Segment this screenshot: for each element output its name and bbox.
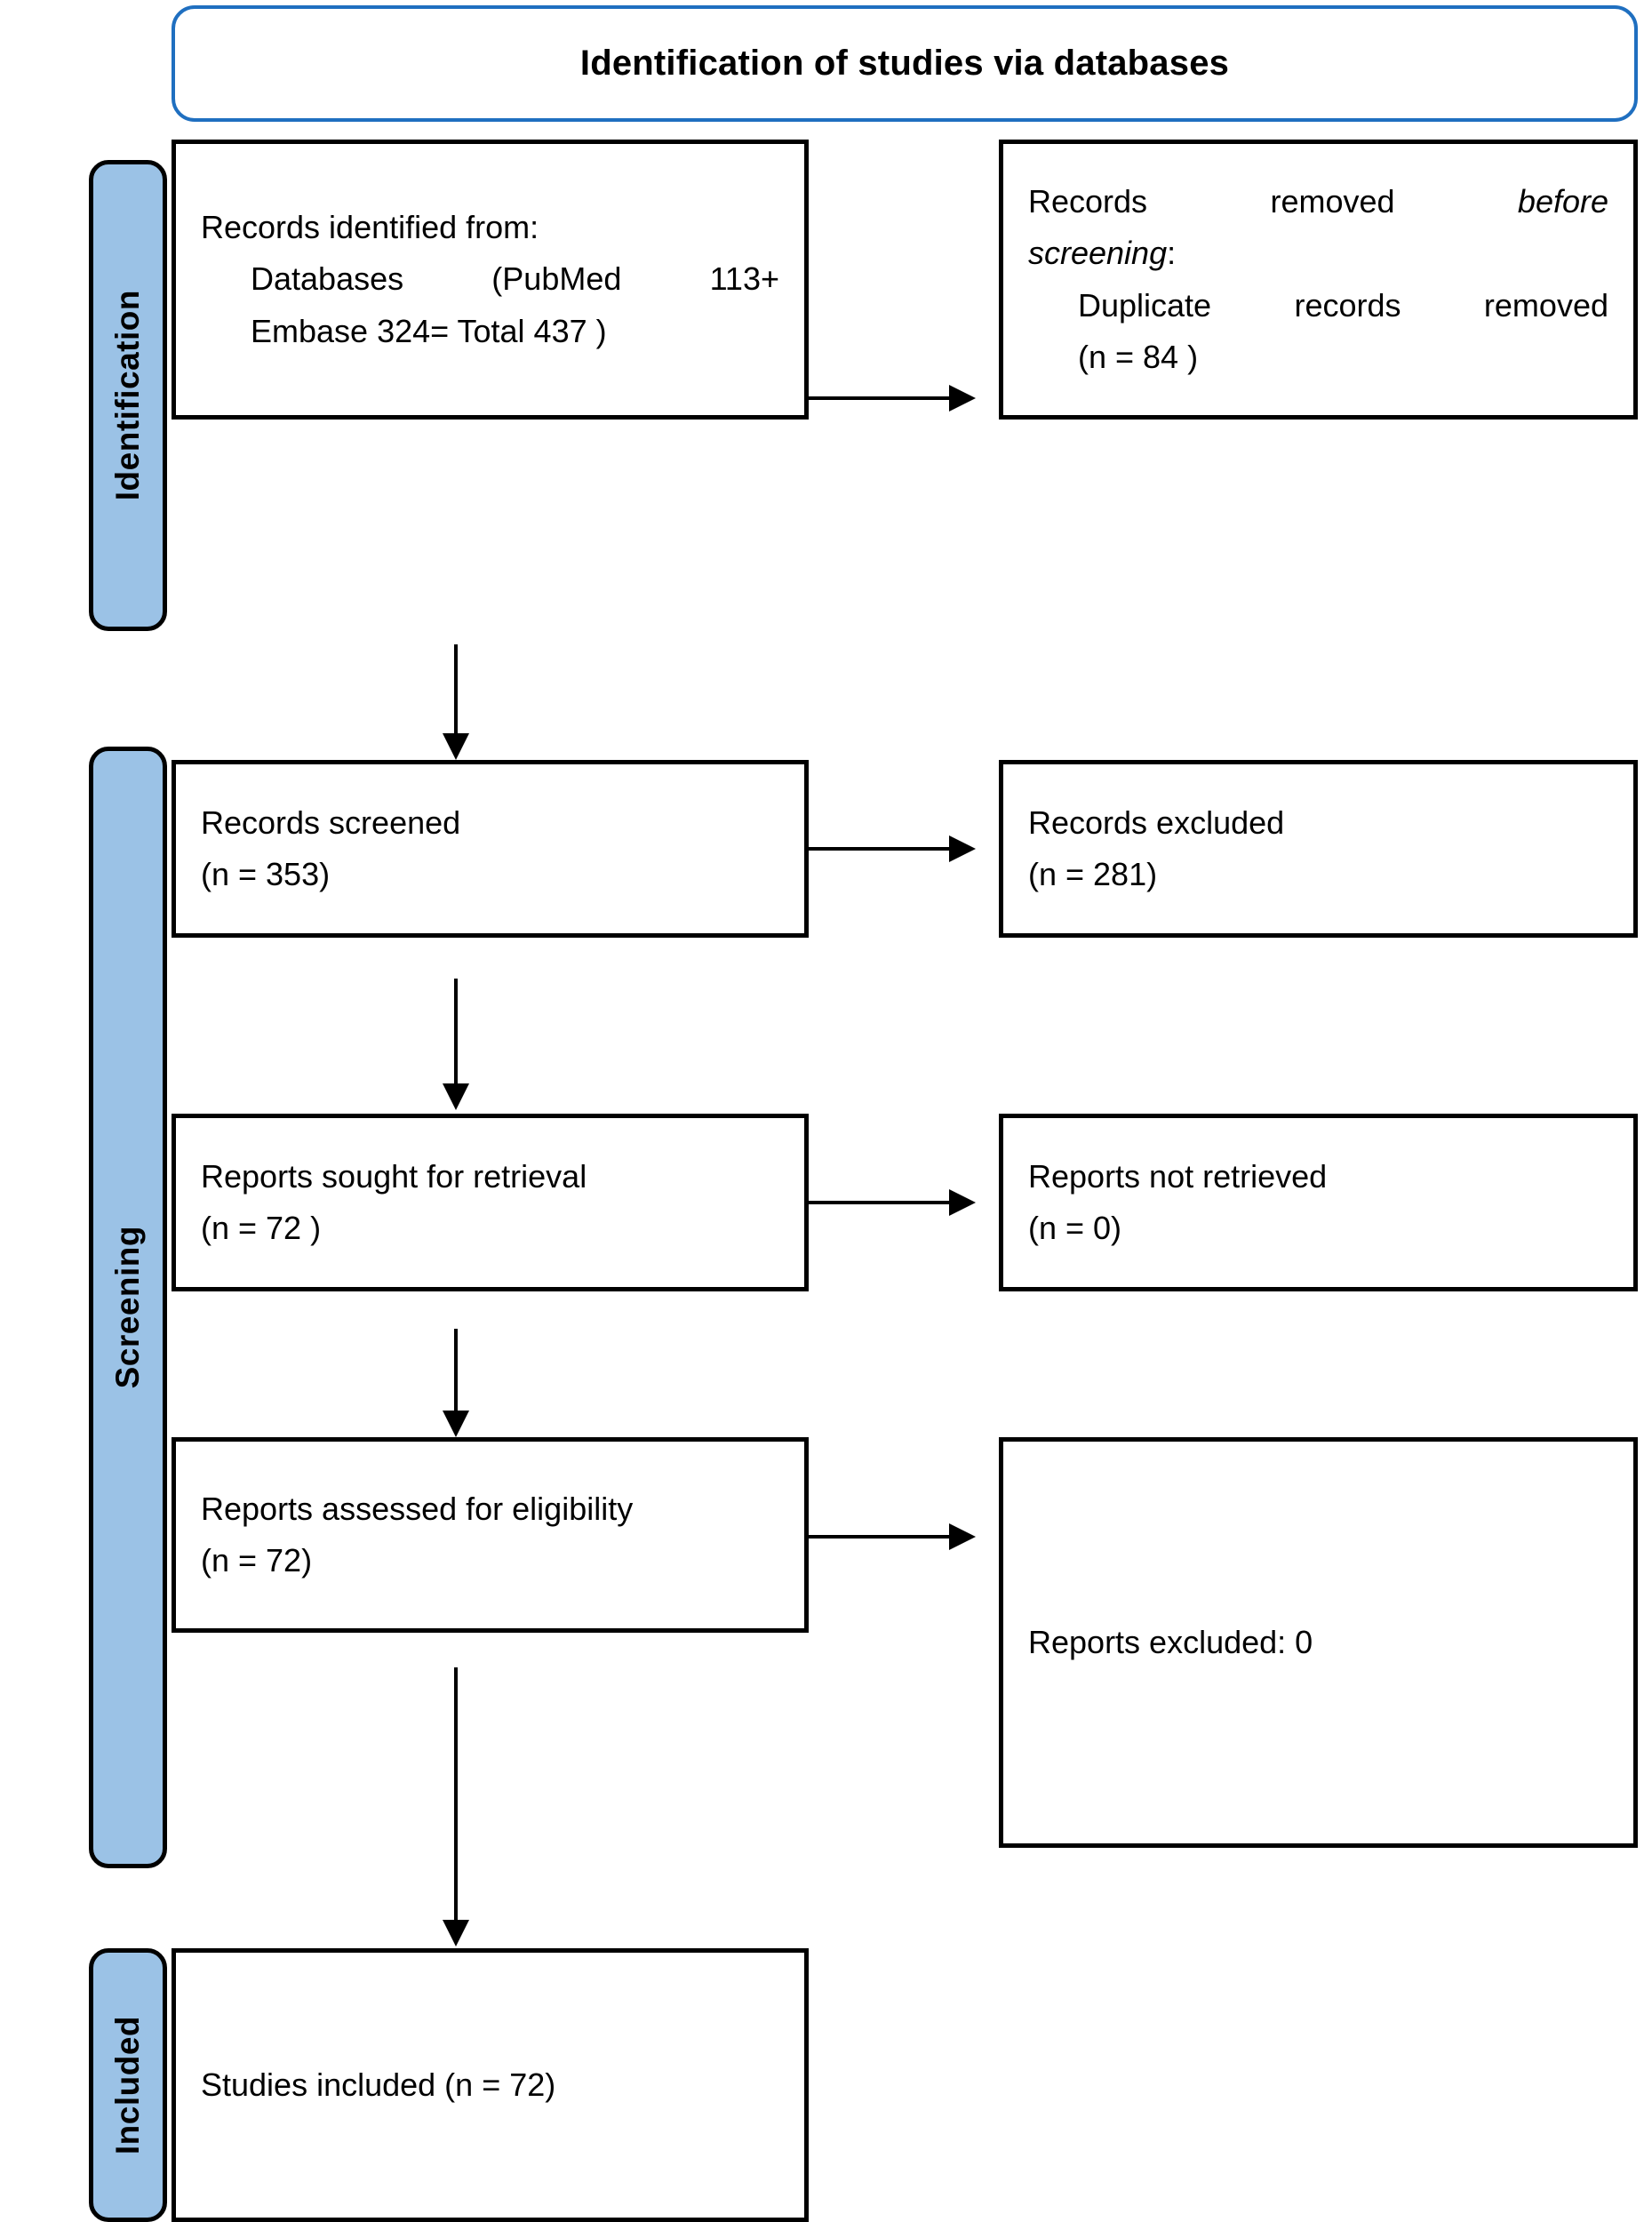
records-excluded-line1: Records excluded <box>1028 803 1285 841</box>
box-records-removed: Records removed before screening: Duplic… <box>999 140 1638 420</box>
arrow-identified-to-removed <box>809 385 976 412</box>
stage-label-identification: Identification <box>109 290 146 501</box>
stage-label-included: Included <box>109 2015 146 2155</box>
arrow-sought-to-assessed <box>443 1329 469 1437</box>
reports-assessed-line2: (n = 72) <box>201 1542 313 1579</box>
records-removed-before-italic: before <box>1517 182 1608 220</box>
arrow-assessed-to-studies-included <box>443 1667 469 1946</box>
box-reports-assessed: Reports assessed for eligibility (n = 72… <box>172 1437 809 1633</box>
arrow-assessed-to-reports-excluded <box>809 1523 976 1550</box>
records-excluded-line2: (n = 281) <box>1028 856 1158 892</box>
stage-label-screening: Screening <box>109 1226 146 1389</box>
records-removed-line1-text: Records removed <box>1028 182 1518 220</box>
records-identified-line3: Embase 324= Total 437 ) <box>251 312 607 349</box>
reports-sought-line1: Reports sought for retrieval <box>201 1157 587 1195</box>
records-removed-colon: : <box>1167 235 1177 272</box>
records-removed-line2: screening: <box>1028 228 1608 279</box>
reports-assessed-line1: Reports assessed for eligibility <box>201 1490 634 1527</box>
studies-included-line1: Studies included (n = 72) <box>201 2066 556 2103</box>
arrow-sought-to-not-retrieved <box>809 1189 976 1216</box>
arrow-identified-to-screened <box>443 644 469 760</box>
box-records-identified: Records identified from: Databases (PubM… <box>172 140 809 420</box>
records-identified-line1: Records identified from: <box>201 209 539 246</box>
reports-sought-line2: (n = 72 ) <box>201 1210 322 1246</box>
arrow-screened-to-excluded <box>809 835 976 862</box>
box-reports-excluded-detail: Reports excluded: 0 <box>999 1437 1638 1848</box>
stage-bar-screening: Screening <box>89 747 167 1868</box>
box-records-excluded: Records excluded (n = 281) <box>999 760 1638 938</box>
header-banner-title: Identification of studies via databases <box>579 44 1230 83</box>
stage-bar-included: Included <box>89 1948 167 2222</box>
stage-bar-identification: Identification <box>89 160 167 631</box>
reports-not-retrieved-line2: (n = 0) <box>1028 1210 1122 1246</box>
records-removed-line3: Duplicate records removed <box>1078 286 1608 324</box>
box-studies-included: Studies included (n = 72) <box>172 1948 809 2222</box>
records-removed-line4: (n = 84 ) <box>1078 338 1199 375</box>
records-screened-line2: (n = 353) <box>201 856 331 892</box>
box-reports-sought: Reports sought for retrieval (n = 72 ) <box>172 1114 809 1291</box>
records-removed-line1: Records removed before <box>1028 176 1608 228</box>
header-banner: Identification of studies via databases <box>172 5 1638 122</box>
reports-excluded-line1: Reports excluded: 0 <box>1028 1623 1313 1660</box>
reports-not-retrieved-line1: Reports not retrieved <box>1028 1157 1328 1195</box>
arrow-screened-to-sought <box>443 979 469 1110</box>
records-removed-screening-italic: screening <box>1028 235 1168 272</box>
box-reports-not-retrieved: Reports not retrieved (n = 0) <box>999 1114 1638 1291</box>
records-identified-line2: Databases (PubMed 113+ <box>251 260 779 298</box>
box-records-screened: Records screened (n = 353) <box>172 760 809 938</box>
records-screened-line1: Records screened <box>201 803 461 841</box>
